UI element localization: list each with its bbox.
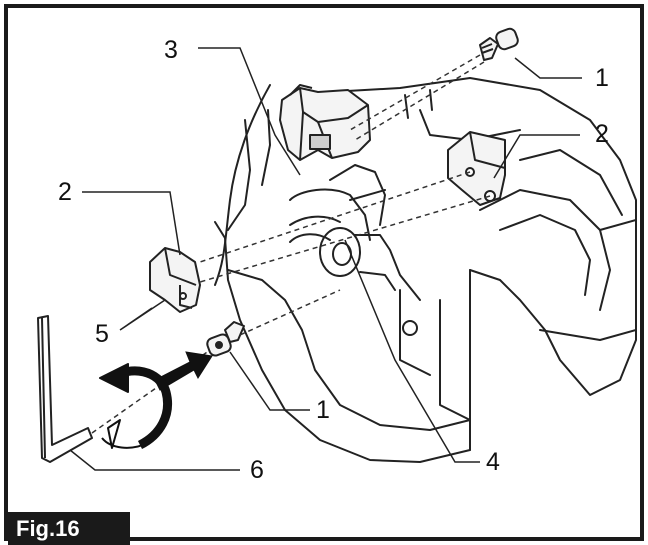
callout-1-bottom: 1 xyxy=(316,396,330,424)
tool-housing xyxy=(214,77,637,463)
callout-5: 5 xyxy=(95,320,109,348)
callout-3: 3 xyxy=(164,36,178,64)
rotate-arrow xyxy=(99,363,172,450)
guard-edge xyxy=(214,84,271,286)
part-2-right-plate xyxy=(447,131,506,206)
figure-border xyxy=(4,4,644,541)
callout-1-top: 1 xyxy=(595,64,609,92)
leader-lines xyxy=(69,47,582,471)
screw-top xyxy=(479,27,519,61)
callout-2-right: 2 xyxy=(595,120,609,148)
screw-bottom xyxy=(206,321,245,357)
callout-6: 6 xyxy=(250,456,264,484)
hex-key xyxy=(37,315,93,463)
part-2-left-bracket xyxy=(149,247,201,313)
base-curve xyxy=(214,221,471,463)
callout-4: 4 xyxy=(486,448,500,476)
figure-label: Fig.16 xyxy=(8,512,130,545)
part-3-block xyxy=(279,84,371,161)
callout-2-left: 2 xyxy=(58,178,72,206)
housing-outline-right xyxy=(329,77,637,396)
